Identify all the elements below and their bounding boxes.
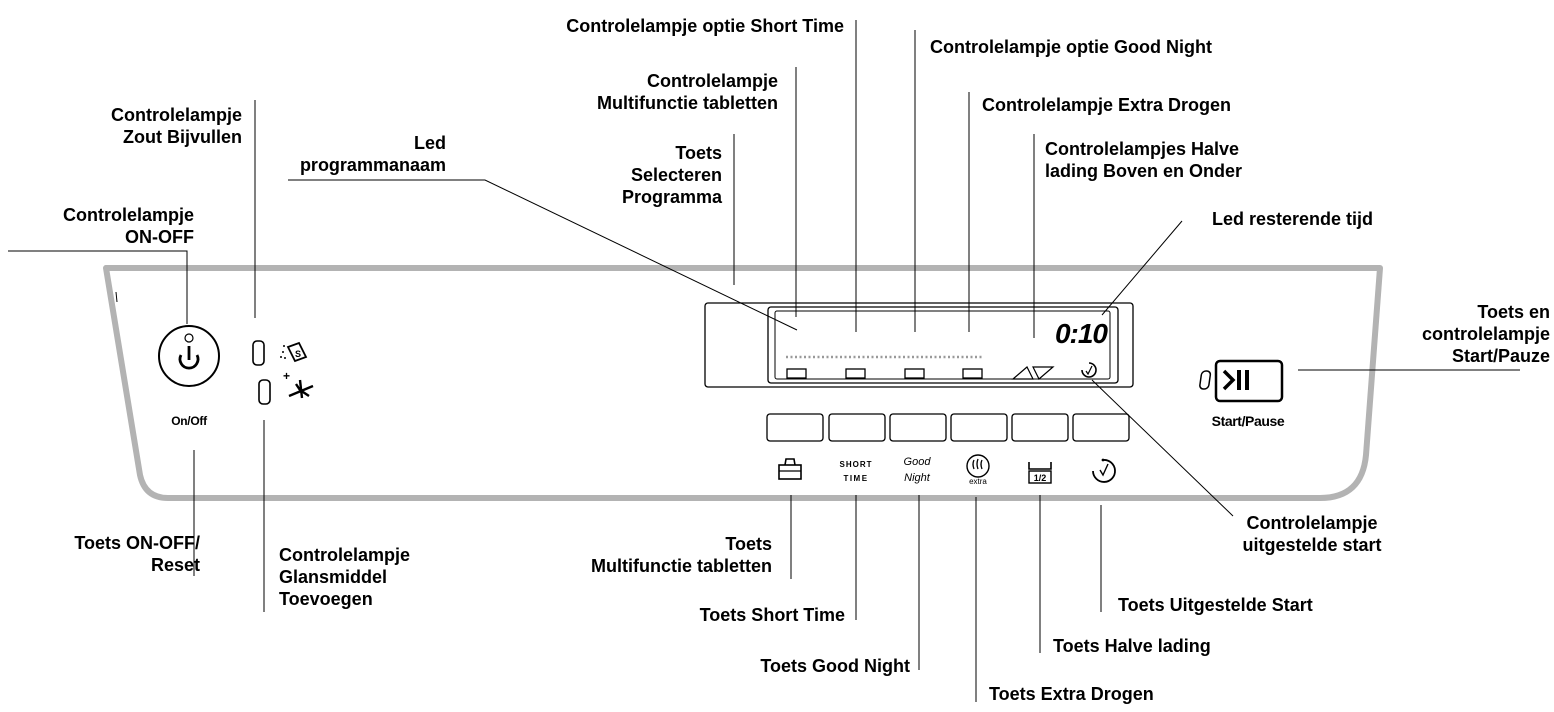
label-remaining-time-led: Led resterende tijd — [1212, 209, 1374, 229]
remaining-time-led: 0:10 — [1055, 318, 1108, 349]
start-pause-icon — [1199, 369, 1249, 391]
svg-text:TIME: TIME — [843, 474, 868, 483]
label-delay-start-key: Toets Uitgestelde Start — [1118, 595, 1313, 615]
delay-start-icon — [1092, 458, 1116, 483]
tablets-indicator-lamp — [786, 368, 807, 379]
on-off-indicator-lamp — [184, 333, 194, 343]
label-on-off-key: Toets ON-OFF/Reset — [74, 533, 200, 575]
svg-text:Good: Good — [904, 456, 932, 468]
half-load-key — [1011, 413, 1069, 442]
short-time-indicator-lamp — [845, 368, 866, 379]
delay-start-indicator-icon — [1081, 362, 1097, 378]
start-pause-caption: Start/Pause — [1212, 413, 1285, 429]
briefcase-icon — [778, 458, 802, 480]
power-caption: On/Off — [171, 414, 208, 428]
label-good-night-key: Toets Good Night — [760, 656, 910, 676]
label-short-time-lamp: Controlelampje optie Short Time — [566, 16, 844, 36]
rinse-aid-indicator-lamp — [258, 379, 271, 405]
delay-start-key — [1072, 413, 1130, 442]
svg-text:1/2: 1/2 — [1034, 473, 1047, 483]
label-good-night-lamp: Controlelampje optie Good Night — [930, 37, 1212, 57]
svg-text:extra: extra — [969, 477, 987, 486]
label-half-load-key: Toets Halve lading — [1053, 636, 1211, 656]
half-load-top-bottom-lamps — [1011, 366, 1055, 380]
svg-text:Night: Night — [904, 472, 931, 484]
panel-edge-mark — [115, 291, 118, 303]
short-time-icon: SHORT TIME — [840, 460, 873, 483]
svg-text:+: + — [283, 369, 290, 383]
tablets-key — [766, 413, 824, 442]
good-night-indicator-lamp — [904, 368, 925, 379]
svg-text:S: S — [295, 349, 301, 359]
good-night-icon: Good Night — [904, 456, 932, 484]
display-inner — [774, 310, 1111, 380]
label-extra-dry-key: Toets Extra Drogen — [989, 684, 1154, 704]
svg-text:SHORT: SHORT — [840, 460, 873, 469]
power-button[interactable] — [158, 325, 220, 387]
short-time-key — [828, 413, 886, 442]
label-short-time-key: Toets Short Time — [699, 605, 845, 625]
salt-icon: S — [280, 341, 308, 363]
panel-outline — [103, 265, 1383, 501]
salt-indicator-lamp — [252, 340, 265, 366]
extra-dry-icon: extra — [966, 454, 990, 486]
good-night-key — [889, 413, 947, 442]
half-load-icon: 1/2 — [1028, 462, 1052, 484]
extra-dry-indicator-lamp — [962, 368, 983, 379]
extra-dry-key — [950, 413, 1008, 442]
power-icon — [178, 346, 200, 370]
leader-lines — [8, 20, 1520, 702]
rinse-aid-icon: + — [283, 369, 314, 399]
label-extra-dry-lamp: Controlelampje Extra Drogen — [982, 95, 1232, 115]
